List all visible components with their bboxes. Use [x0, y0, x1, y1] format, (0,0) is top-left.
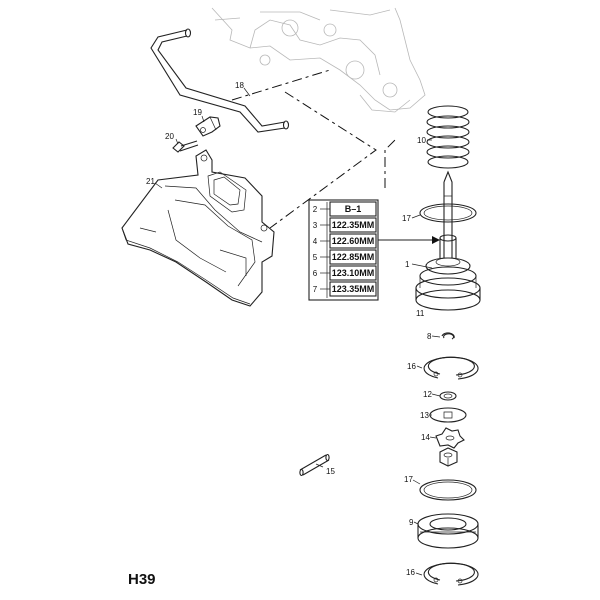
size-table-value: 122.85MM: [332, 252, 375, 262]
callout-16-upper: 16: [407, 362, 416, 371]
callout-8: 8: [427, 332, 432, 341]
callout-12: 12: [423, 390, 432, 399]
callout-17-upper: 17: [402, 214, 411, 223]
lower-o-ring-part: [419, 479, 477, 501]
piston-rod-part: [425, 170, 471, 275]
callout-19: 19: [193, 108, 202, 117]
size-table-value: 123.35MM: [332, 284, 375, 294]
size-table-value: 122.35MM: [332, 220, 375, 230]
small-clip-part: [441, 332, 455, 340]
breather-pipe-part: [150, 28, 290, 133]
piston-housing-part: [415, 266, 481, 311]
callout-11: 11: [416, 309, 425, 318]
lock-plate-part: [429, 407, 467, 423]
size-table-ref: 6: [313, 269, 318, 278]
callout-14: 14: [421, 433, 430, 442]
size-table-ref: 7: [313, 285, 318, 294]
lower-snap-ring-part: [423, 562, 479, 586]
callout-15: 15: [326, 467, 335, 476]
size-table-value: B–1: [345, 204, 362, 214]
size-table-ref: 2: [313, 205, 318, 214]
cover-plate-part: [121, 149, 275, 307]
pipe-clip-part: [195, 116, 221, 137]
transmission-housing-outline: [211, 7, 426, 113]
star-lock-washer-part: [435, 427, 465, 449]
callout-9: 9: [409, 518, 414, 527]
callout-17-lower: 17: [404, 475, 413, 484]
size-table-ref: 3: [313, 221, 318, 230]
seal-cup-part: [417, 513, 479, 549]
coil-spring-part: [426, 105, 470, 169]
size-table-ref: 5: [313, 253, 318, 262]
upper-o-ring-part: [419, 203, 477, 223]
callout-leaders: [154, 87, 441, 576]
callout-13: 13: [420, 411, 429, 420]
size-table: 2 3 4 5 6 7 B–1 122.35MM 122.60MM 122.85…: [308, 199, 440, 301]
assembly-leader-lines: [231, 69, 396, 229]
callout-1: 1: [405, 260, 410, 269]
callout-20: 20: [165, 132, 174, 141]
nut-part: [439, 447, 458, 467]
callout-16-lower: 16: [406, 568, 415, 577]
callout-10: 10: [417, 136, 426, 145]
pin-part: [299, 453, 330, 477]
size-table-ref: 4: [313, 237, 318, 246]
upper-snap-ring-part: [423, 356, 479, 380]
arrow-head-icon: [432, 236, 440, 244]
bolt-part: [172, 140, 199, 153]
size-table-value: 122.60MM: [332, 236, 375, 246]
size-table-value: 123.10MM: [332, 268, 375, 278]
callout-18: 18: [235, 81, 244, 90]
page-code: H39: [128, 571, 156, 588]
callout-21: 21: [146, 177, 155, 186]
washer-part: [439, 391, 457, 401]
